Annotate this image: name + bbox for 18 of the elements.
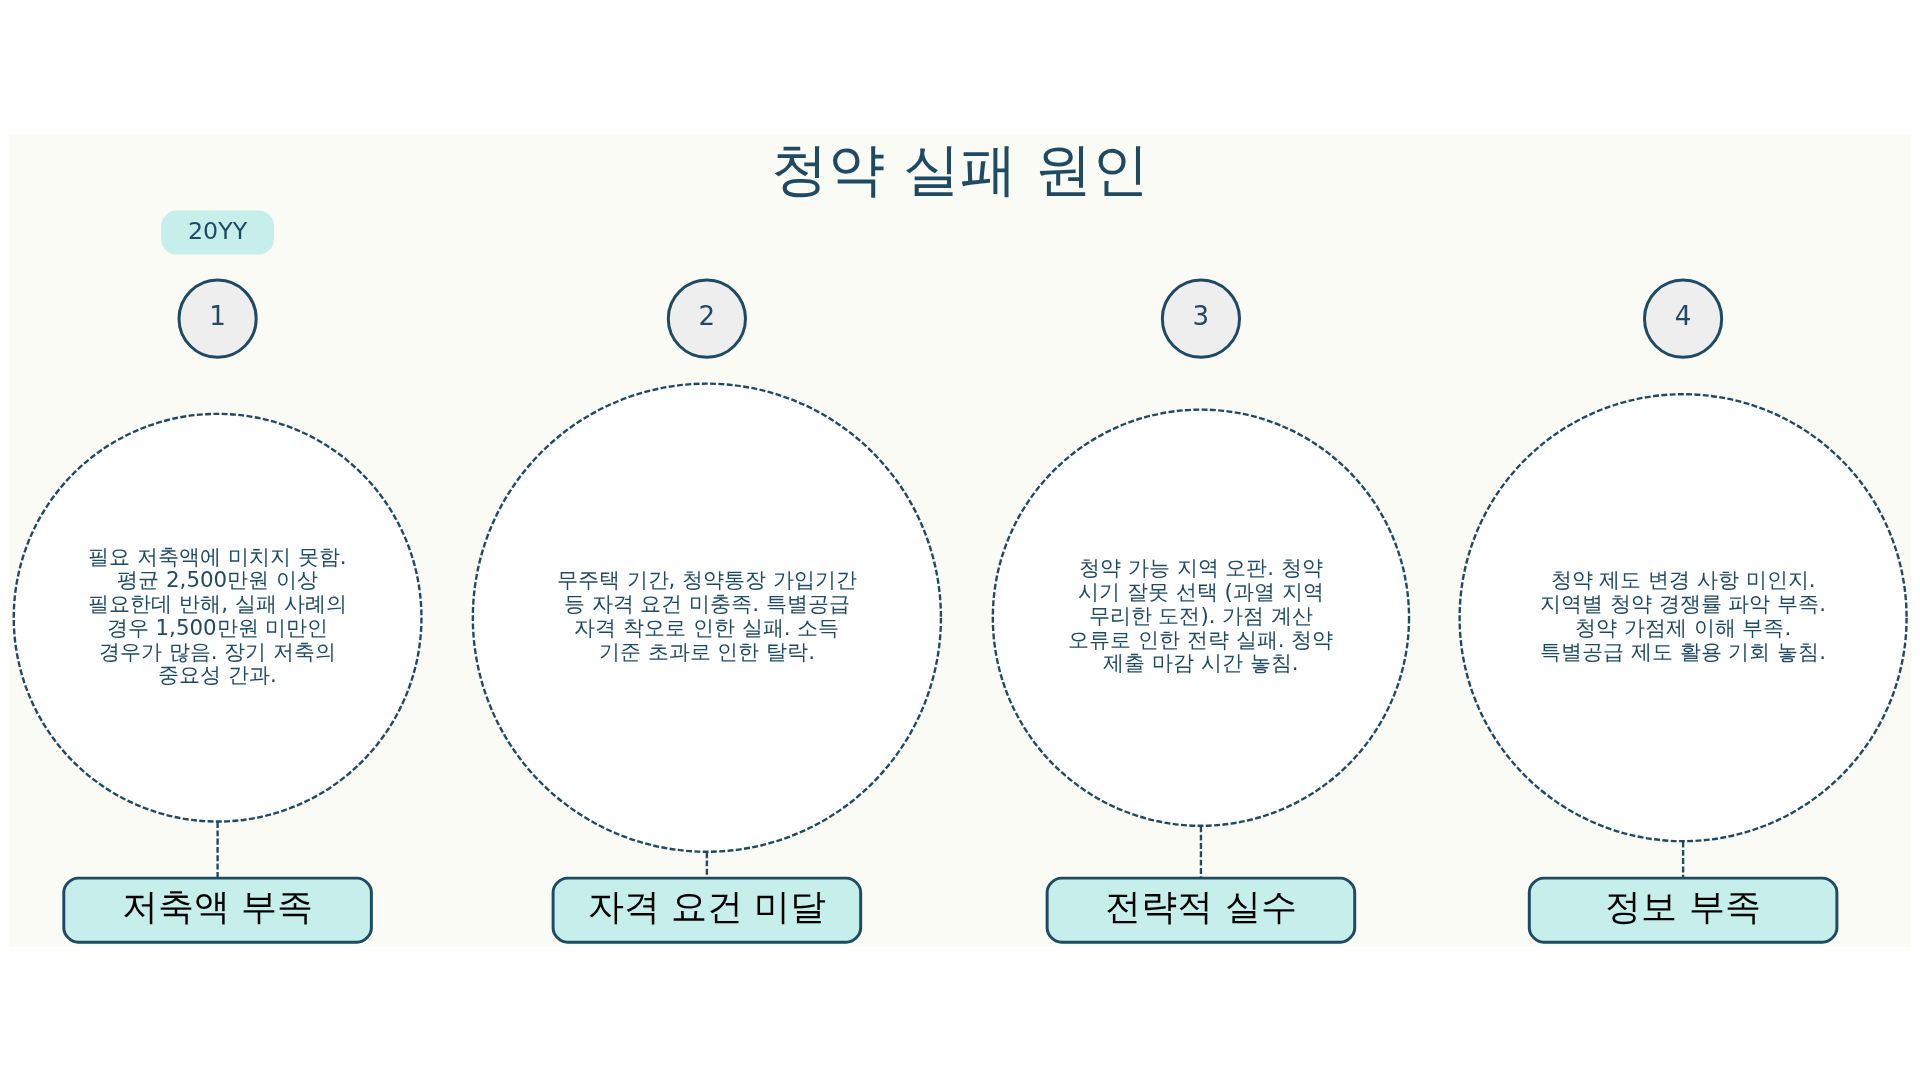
- node-circle: 1: [177, 278, 258, 359]
- connector: [1681, 840, 1685, 878]
- node-circle: 2: [666, 278, 747, 359]
- node-circle: 4: [1643, 278, 1724, 359]
- node-box: 정보 부족: [1527, 876, 1839, 944]
- node-box: 전략적 실수: [1045, 876, 1357, 944]
- node-box: 자격 요건 미달: [551, 876, 863, 944]
- node-circle: 무주택 기간, 청약통장 가입기간 등 자격 요건 미충족. 특별공급 자격 착오로 인한 실패. 소득 기준 초과로 인한 탈락.: [471, 381, 943, 853]
- connector: [216, 821, 219, 878]
- node-box: 20YY: [161, 210, 274, 255]
- node-box: 저축액 부족: [62, 876, 373, 944]
- node-circle: 청약 가능 지역 오판. 청약 시기 잘못 선택 (과열 지역 무리한 도전). 가점 계산 오류로 인한 전략 실패. 청약 제출 마감 시간 놓침.: [991, 407, 1411, 827]
- connector: [705, 851, 709, 878]
- node-circle: 3: [1160, 278, 1241, 359]
- diagram-title: 청약 실패 원인: [770, 135, 1150, 202]
- node-circle: 청약 제도 변경 사항 미인지. 지역별 청약 경쟁률 파악 부족. 청약 가점제 이해 부족. 특별공급 제도 활용 기회 놓침.: [1458, 392, 1908, 842]
- connector: [1199, 825, 1203, 878]
- node-circle: 필요 저축액에 미치지 못함. 평균 2,500만원 이상 필요한데 반해, 실패 사례의 경우 1,500만원 미만인 경우가 많음. 장기 저축의 중요성 간과.: [12, 412, 423, 823]
